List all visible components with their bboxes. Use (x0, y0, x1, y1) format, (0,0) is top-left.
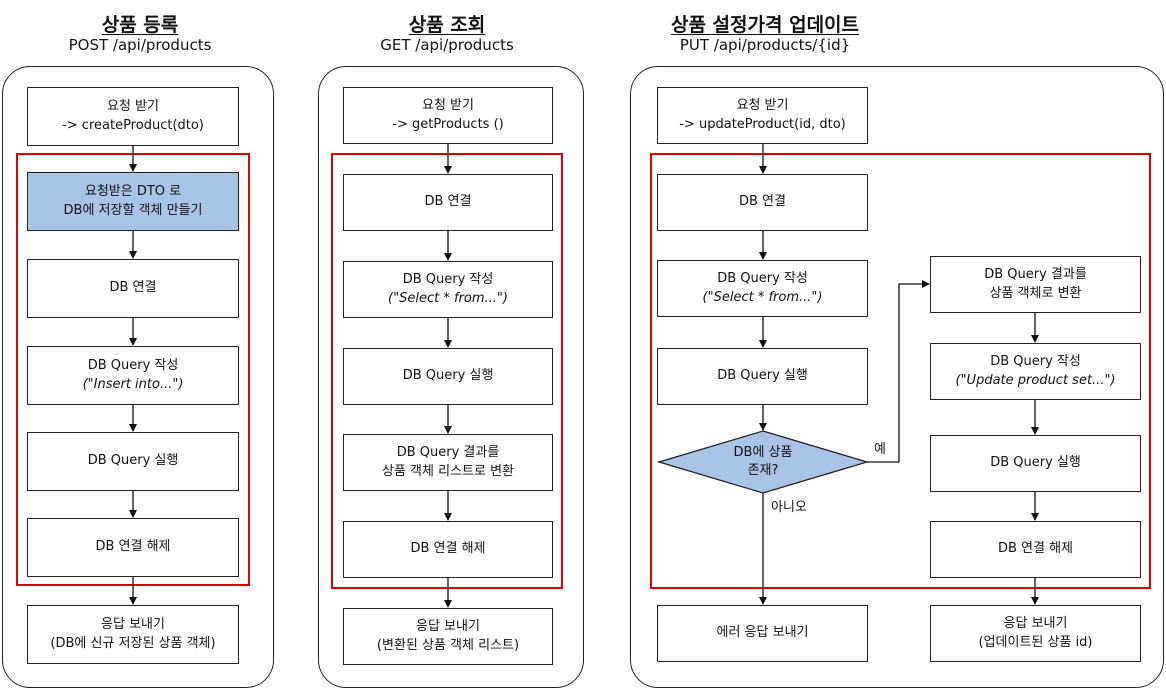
col3-left2-line2: ("Select * from...") (702, 289, 823, 305)
col3-response-line2: (업데이트된 상품 id) (978, 634, 1093, 650)
col3-highlight (650, 153, 1151, 589)
col2-step4-line1: DB Query 결과를 (396, 444, 500, 460)
col3-request-box: 요청 받기 -> updateProduct(id, dto) (657, 87, 868, 144)
col1-step3-line2: ("Insert into...") (82, 376, 184, 392)
col3-step-db-connect: DB 연결 (657, 174, 868, 231)
col3-step-update-query: DB Query 작성 ("Update product set...") (930, 343, 1141, 400)
col3-right4-line1: DB 연결 해제 (997, 541, 1074, 557)
col3-right1-line2: 상품 객체로 변환 (989, 285, 1082, 301)
col3-response-line1: 응답 보내기 (1003, 615, 1068, 631)
col3-right2-line1: DB Query 작성 (990, 353, 1081, 369)
col1-response-box: 응답 보내기 (DB에 신규 저장된 상품 객체) (27, 605, 239, 664)
col2-step3-line1: DB Query 실행 (402, 368, 494, 384)
col2-step1-line1: DB 연결 (424, 194, 472, 210)
col3-no-label: 아니오 (771, 500, 807, 515)
col3-title: 상품 설정가격 업데이트 (670, 14, 860, 36)
col3-request-line2: -> updateProduct(id, dto) (679, 116, 846, 132)
col3-step-update-exec: DB Query 실행 (930, 435, 1141, 492)
col3-step-query-write: DB Query 작성 ("Select * from...") (657, 260, 868, 317)
col2-step-convert-list: DB Query 결과를 상품 객체 리스트로 변환 (343, 434, 553, 491)
col1-step5-line1: DB 연결 해제 (95, 539, 171, 555)
col2-response-line1: 응답 보내기 (416, 618, 480, 634)
col3-decision-text: DB에 상품 존재? (713, 440, 813, 484)
col3-left1-line1: DB 연결 (739, 194, 786, 210)
col1-response-line1: 응답 보내기 (101, 616, 165, 632)
col3-decision-line1: DB에 상품 (733, 445, 793, 461)
col3-endpoint: PUT /api/products/{id} (679, 36, 851, 54)
col3-response-box: 응답 보내기 (업데이트된 상품 id) (930, 605, 1141, 662)
col3-step-query-exec: DB Query 실행 (657, 348, 868, 405)
col3-right3-line1: DB Query 실행 (990, 455, 1081, 471)
col3-request-line1: 요청 받기 (736, 97, 789, 113)
col1-request-box: 요청 받기 -> createProduct(dto) (27, 87, 239, 146)
col2-request-line2: -> getProducts () (392, 116, 504, 132)
col2-title: 상품 조회 (408, 14, 486, 36)
col1-response-line2: (DB에 신규 저장된 상품 객체) (50, 635, 216, 651)
col1-step1-line2: DB에 저장할 객체 만들기 (63, 202, 203, 218)
col3-error-response-box: 에러 응답 보내기 (657, 605, 868, 662)
col3-right2-line2: ("Update product set...") (955, 372, 1116, 388)
col2-request-box: 요청 받기 -> getProducts () (343, 87, 553, 144)
col1-step4-line1: DB Query 실행 (87, 453, 179, 469)
col1-title: 상품 등록 (101, 14, 179, 36)
col1-step1-line1: 요청받은 DTO 로 (84, 183, 182, 199)
col3-step-convert-object: DB Query 결과를 상품 객체로 변환 (930, 256, 1141, 313)
col2-step-query-write: DB Query 작성 ("Select * from...") (343, 261, 553, 318)
col2-step-db-connect: DB 연결 (343, 174, 553, 231)
col2-step2-line2: ("Select * from...") (388, 290, 508, 306)
col1-step-query-write: DB Query 작성 ("Insert into...") (27, 346, 239, 405)
col1-request-line2: -> createProduct(dto) (62, 117, 204, 133)
col1-step-query-exec: DB Query 실행 (27, 432, 239, 491)
col2-highlight (331, 153, 563, 589)
col1-step-db-connect: DB 연결 (27, 259, 239, 318)
col1-request-line1: 요청 받기 (107, 98, 159, 114)
col2-step4-line2: 상품 객체 리스트로 변환 (382, 463, 514, 479)
col3-left2-line1: DB Query 작성 (717, 270, 808, 286)
col3-left3-line1: DB Query 실행 (717, 368, 808, 384)
col3-error-line1: 에러 응답 보내기 (716, 625, 809, 641)
col2-response-box: 응답 보내기 (변환된 상품 객체 리스트) (343, 608, 553, 665)
col1-step3-line1: DB Query 작성 (87, 357, 179, 373)
col2-request-line1: 요청 받기 (422, 97, 474, 113)
col2-endpoint: GET /api/products (380, 36, 514, 54)
col2-step-query-exec: DB Query 실행 (343, 348, 553, 405)
col2-step-db-disconnect: DB 연결 해제 (343, 521, 553, 578)
col1-step2-line1: DB 연결 (109, 280, 157, 296)
col2-step2-line1: DB Query 작성 (402, 271, 494, 287)
col1-step-db-disconnect: DB 연결 해제 (27, 518, 239, 577)
col3-decision-line2: 존재? (747, 463, 779, 478)
col3-step-db-disconnect: DB 연결 해제 (930, 521, 1141, 578)
col3-right1-line1: DB Query 결과를 (984, 266, 1087, 282)
col1-step-create-object: 요청받은 DTO 로 DB에 저장할 객체 만들기 (27, 172, 239, 231)
col2-step5-line1: DB 연결 해제 (410, 541, 486, 557)
col2-response-line2: (변환된 상품 객체 리스트) (376, 637, 520, 653)
col1-endpoint: POST /api/products (68, 36, 212, 54)
col3-yes-label: 예 (874, 442, 886, 457)
